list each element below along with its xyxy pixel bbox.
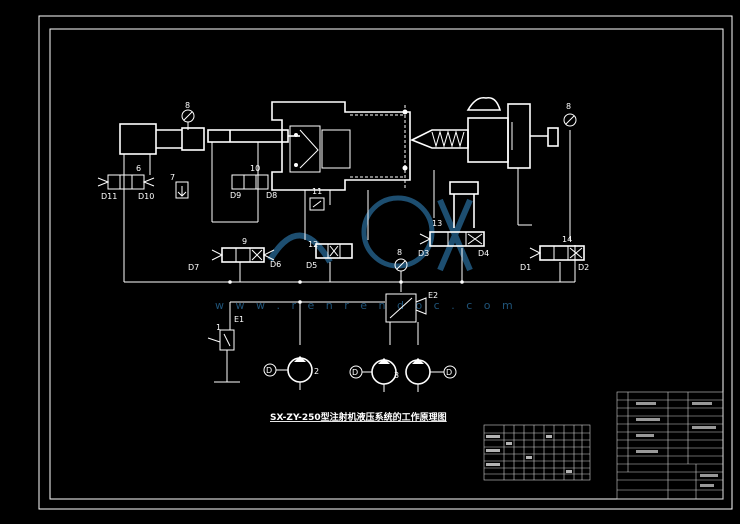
- label-8-right: 8: [566, 102, 571, 111]
- valve-6: [97, 174, 155, 190]
- valve-13: [419, 231, 485, 247]
- main-cylinder: [207, 129, 300, 143]
- injection-screw: [410, 96, 559, 169]
- label-d5: D5: [306, 261, 317, 270]
- title-block: [616, 391, 724, 500]
- label-e2: E2: [428, 291, 438, 300]
- watermark-logo: [267, 195, 473, 272]
- label-2: 2: [314, 367, 319, 376]
- nozzle-cylinder: [449, 181, 479, 228]
- label-13: 13: [432, 219, 442, 228]
- label-d11: D11: [101, 192, 117, 201]
- pipe-network: [123, 130, 576, 345]
- label-e1: E1: [234, 315, 244, 324]
- pressure-gauge-right: [563, 113, 577, 127]
- label-3: 3: [394, 371, 399, 380]
- label-d8: D8: [266, 191, 277, 200]
- outer-frame: [38, 15, 733, 510]
- label-8-left: 8: [185, 101, 190, 110]
- solenoid-sequence-table: [483, 424, 591, 481]
- label-8-center: 8: [397, 248, 402, 257]
- diagram-title: SX-ZY-250型注射机液压系统的工作原理图: [270, 411, 447, 423]
- label-6: 6: [136, 164, 141, 173]
- label-7: 7: [170, 173, 175, 182]
- label-1: 1: [216, 323, 221, 332]
- label-d6: D6: [270, 260, 281, 269]
- label-9: 9: [242, 237, 247, 246]
- motor-label-3a: D: [352, 368, 358, 377]
- valve-11: [309, 197, 325, 211]
- valve-10: [231, 174, 269, 190]
- label-d10: D10: [138, 192, 154, 201]
- label-d4: D4: [478, 249, 489, 258]
- pump-3: [349, 358, 457, 392]
- pressure-gauge-left: [181, 109, 195, 130]
- label-10: 10: [250, 164, 260, 173]
- label-12: 12: [308, 240, 318, 249]
- pump-2: [263, 356, 313, 390]
- motor-label-3b: D: [446, 368, 452, 377]
- watermark-url: w w w . r e n r e n d o c . c o m: [215, 299, 517, 312]
- inner-frame: [49, 28, 724, 500]
- proportional-valve-e2: [385, 293, 427, 323]
- label-d7: D7: [188, 263, 199, 272]
- motor-label-2: D: [266, 366, 272, 375]
- valve-9: [211, 247, 275, 263]
- label-d2: D2: [578, 263, 589, 272]
- relief-valve-1: [207, 329, 240, 383]
- valve-14: [529, 245, 585, 261]
- mold-unit: [271, 101, 411, 191]
- label-d9: D9: [230, 191, 241, 200]
- valve-7: [175, 181, 189, 199]
- label-11: 11: [312, 187, 322, 196]
- label-d1: D1: [520, 263, 531, 272]
- label-d3: D3: [418, 249, 429, 258]
- clamp-cylinder: [119, 123, 205, 155]
- label-14: 14: [562, 235, 572, 244]
- valve-12: [315, 243, 353, 259]
